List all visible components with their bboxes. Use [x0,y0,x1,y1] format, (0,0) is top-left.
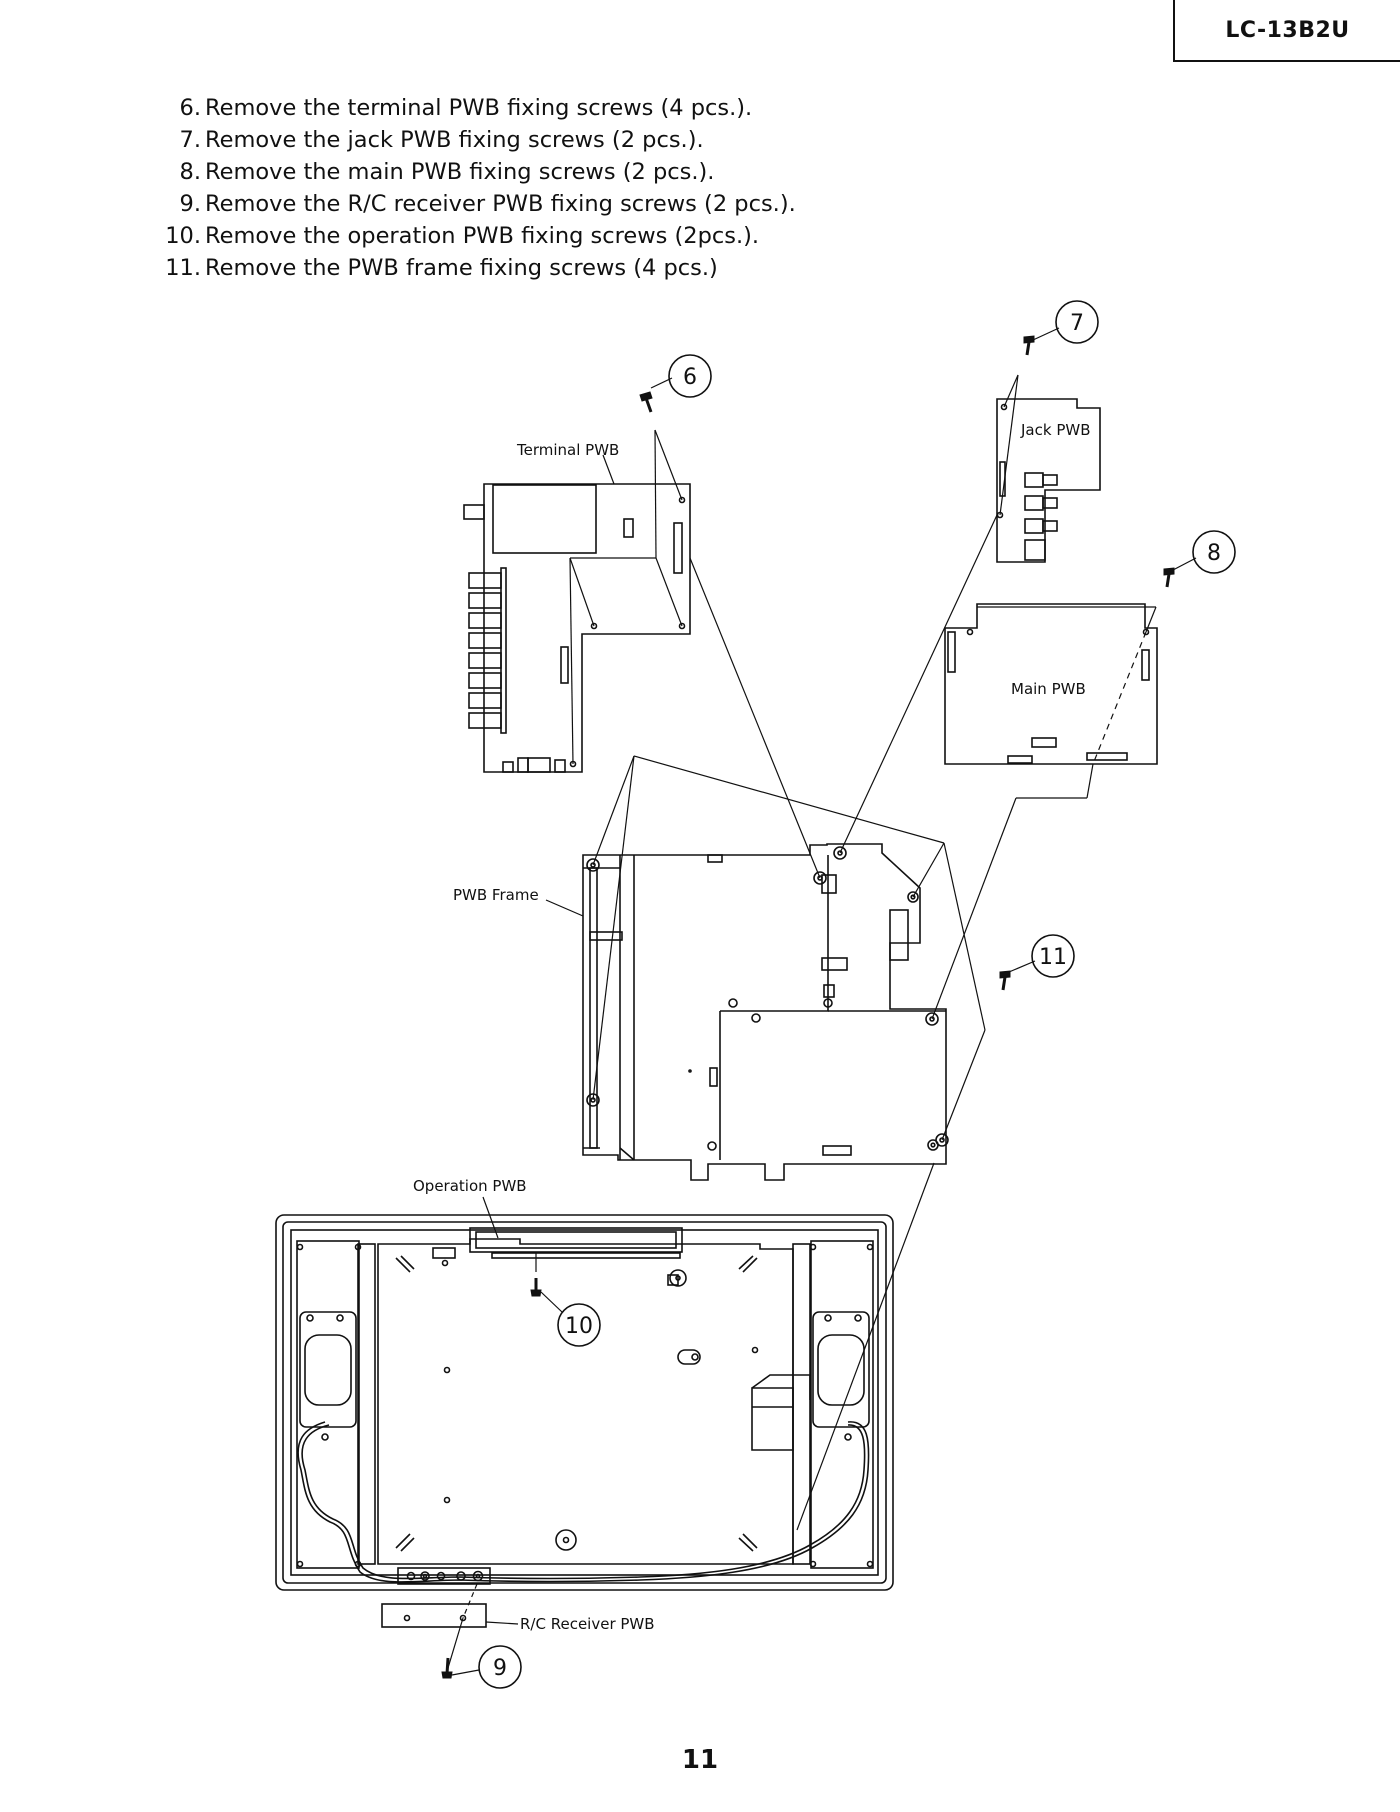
label-terminal-pwb: Terminal PWB [516,441,619,485]
callout-11: 11 [1008,934,1075,978]
step-text: Remove the PWB frame fixing screws (4 pc… [205,255,718,281]
tv-back-cabinet [275,1214,894,1591]
callout-10-number: 10 [565,1314,593,1339]
callout-7: 7 [1032,300,1099,344]
label-main-pwb: Main PWB [1011,680,1086,698]
jack-pwb [996,398,1101,563]
step-number: 10. [165,223,201,249]
label-jack-pwb: Jack PWB [1020,421,1091,439]
pwb-frame [582,843,949,1181]
screw-icon [639,391,653,413]
step-number: 9. [179,191,201,217]
callout-11-number: 11 [1039,945,1067,970]
callout-9-number: 9 [493,1656,507,1681]
label-operation-pwb: Operation PWB [413,1177,527,1239]
callout-9: 9 [451,1645,522,1689]
instruction-step: 11.Remove the PWB frame fixing screws (4… [150,252,796,284]
operation-pwb-label: Operation PWB [413,1177,527,1195]
step-number: 6. [179,95,201,121]
step-text: Remove the operation PWB fixing screws (… [205,223,760,249]
step-number: 11. [165,255,201,281]
callout-8: 8 [1172,530,1236,574]
step-number: 7. [179,127,201,153]
pwb-frame-label: PWB Frame [453,886,539,904]
step-number: 8. [179,159,201,185]
callout-6-number: 6 [683,365,697,390]
screw-icon [1163,567,1175,588]
callout-6: 6 [650,354,712,398]
instruction-step: 7.Remove the jack PWB fixing screws (2 p… [150,124,796,156]
terminal-pwb [463,483,691,773]
rc-receiver-pwb [381,1603,487,1628]
callout-10: 10 [540,1291,601,1347]
instruction-list: 6.Remove the terminal PWB fixing screws … [150,92,796,284]
rc-receiver-pwb-label: R/C Receiver PWB [520,1615,655,1633]
page-number: 11 [681,1745,719,1775]
screw-icon [441,1657,453,1679]
instruction-step: 9.Remove the R/C receiver PWB fixing scr… [150,188,796,220]
model-number: LC-13B2U [1225,17,1350,43]
label-rc-receiver-pwb: R/C Receiver PWB [485,1615,655,1633]
callout-7-number: 7 [1070,311,1084,336]
instruction-step: 6.Remove the terminal PWB fixing screws … [150,92,796,124]
step-text: Remove the terminal PWB fixing screws (4… [205,95,753,121]
screw-icon [530,1278,542,1297]
main-pwb-label: Main PWB [1011,680,1086,698]
label-pwb-frame: PWB Frame [453,886,584,917]
step-text: Remove the jack PWB fixing screws (2 pcs… [205,127,704,153]
main-pwb [944,603,1158,765]
instruction-step: 10.Remove the operation PWB fixing screw… [150,220,796,252]
screw-icon [1023,335,1035,356]
step-text: Remove the R/C receiver PWB fixing screw… [205,191,796,217]
terminal-pwb-label: Terminal PWB [516,441,619,459]
instruction-step: 8.Remove the main PWB fixing screws (2 p… [150,156,796,188]
jack-pwb-label: Jack PWB [1020,421,1091,439]
callout-8-number: 8 [1207,541,1221,566]
model-number-box: LC-13B2U [1173,0,1400,62]
guide-lines [447,374,1157,1669]
screw-icon [999,970,1011,991]
step-text: Remove the main PWB fixing screws (2 pcs… [205,159,715,185]
